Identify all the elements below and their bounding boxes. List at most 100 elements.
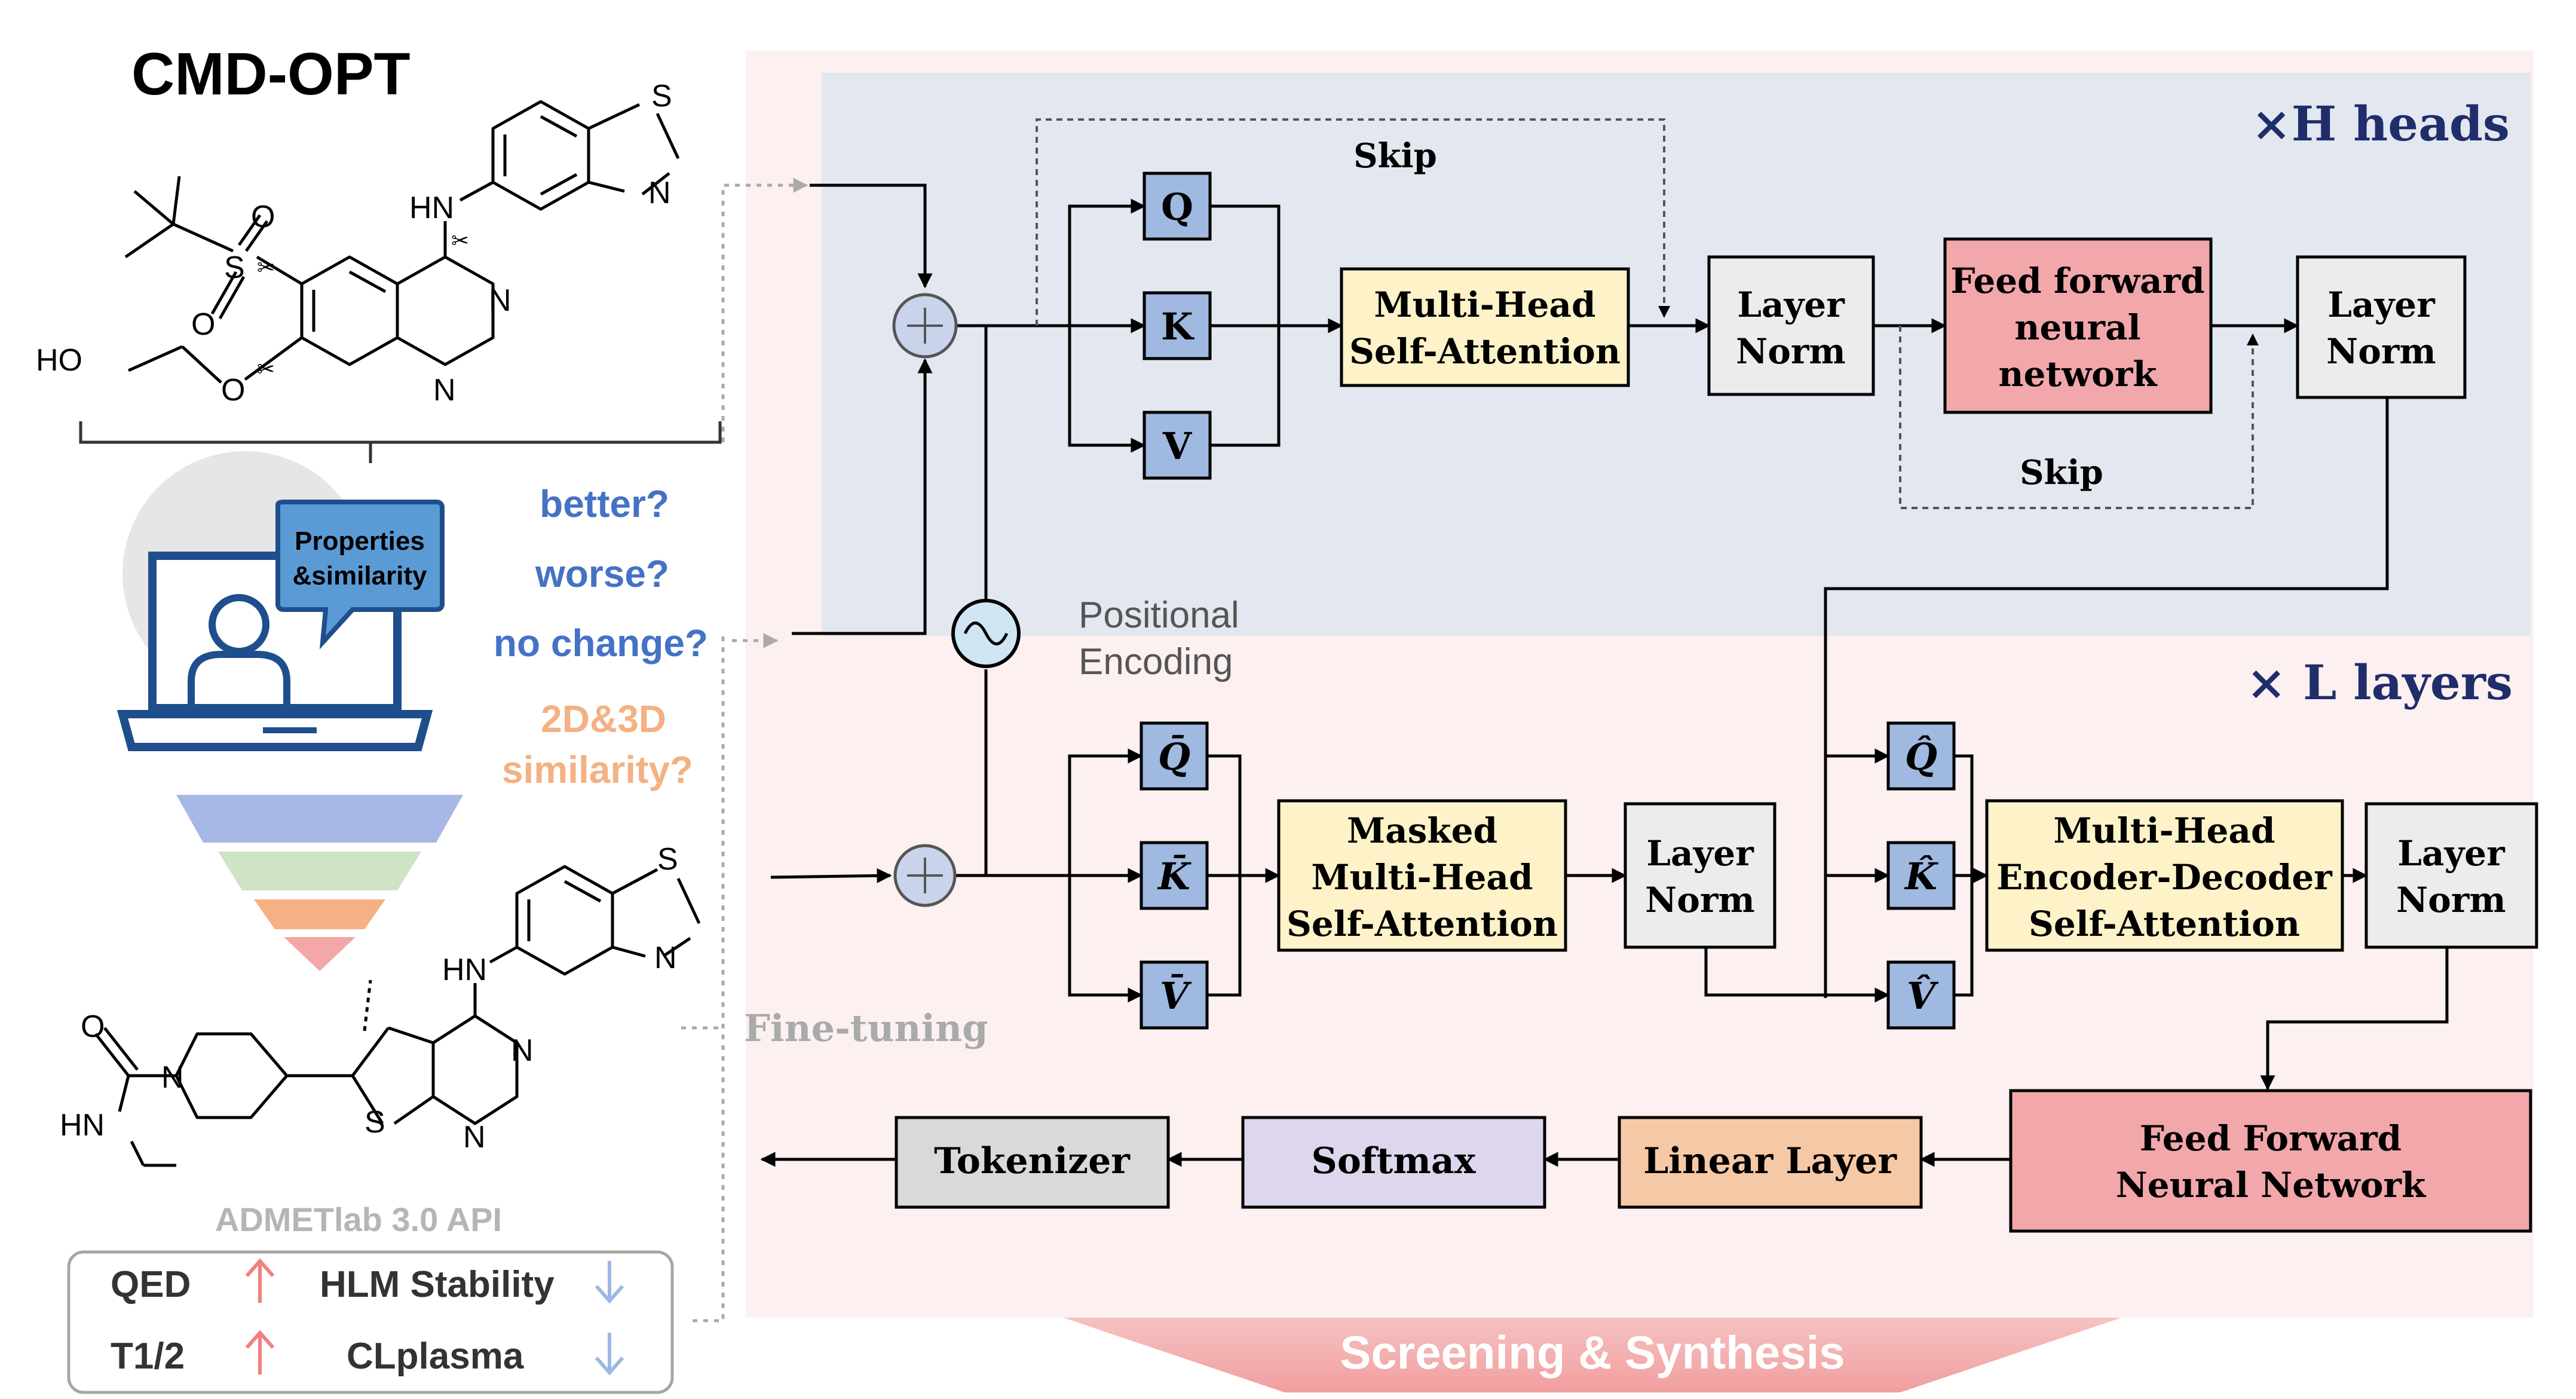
molecule-bottom: [94, 865, 701, 1167]
encoder-layernorm1-box: [1707, 255, 1875, 396]
decoder-encdec-box: [1985, 799, 2344, 952]
svg-text:O: O: [221, 373, 245, 408]
skip-top-label: Skip: [1353, 136, 1437, 176]
encoder-ffn-line3: network: [1998, 354, 2158, 394]
heads-label: ×H heads: [2252, 96, 2510, 152]
decoder-kbar-box: [1140, 841, 1209, 910]
decoder-layernorm1-line1: Layer: [1646, 833, 1754, 874]
tokenizer-box: [895, 1116, 1170, 1209]
decoder-ffn-line2: Neural Network: [2116, 1165, 2427, 1205]
encoder-layernorm2-line2: Norm: [2326, 331, 2436, 372]
positional-encoding-node: [951, 599, 1021, 668]
question-no-change: no change?: [494, 622, 708, 665]
laptop-user-icon: [117, 451, 445, 751]
decoder-encdec-line3: Self-Attention: [2029, 904, 2300, 944]
decoder-encdec-line1: Multi-Head: [2053, 810, 2275, 851]
tokenizer-label: Tokenizer: [934, 1140, 1131, 1182]
decoder-masked-line1: Masked: [1347, 810, 1497, 851]
encoder-ffn-line1: Feed forward: [1950, 261, 2204, 301]
encoder-q-label: Q: [1161, 185, 1193, 229]
encoder-k-box: [1142, 291, 1212, 360]
molecule-bottom-atoms: S N HN O N HN N N S: [60, 842, 678, 1155]
svg-text:N: N: [433, 373, 456, 408]
linear-layer-box: [1618, 1116, 1923, 1209]
skip-connectors: [1036, 118, 2259, 509]
decoder-kbar-label: K̄: [1157, 855, 1191, 898]
svg-text:N: N: [511, 1033, 534, 1068]
question-similarity-line2: similarity?: [502, 748, 693, 791]
svg-text:N: N: [161, 1060, 184, 1095]
decoder-vbar-box: [1140, 960, 1209, 1030]
prop-clplasma: CLplasma: [347, 1336, 524, 1377]
encoder-k-label: K: [1161, 305, 1194, 348]
screening-banner: [1064, 1318, 2121, 1392]
question-similarity-line1: 2D&3D: [541, 697, 666, 740]
decoder-vbar-label: V̄: [1160, 974, 1192, 1018]
encoder-layernorm1-line2: Norm: [1736, 331, 1846, 372]
svg-text:S: S: [365, 1105, 385, 1140]
decoder-masked-line3: Self-Attention: [1287, 904, 1558, 944]
decoder-connectors: [760, 748, 2449, 1167]
layers-label: × L layers: [2246, 654, 2513, 711]
decoder-vhat-label: V̂: [1907, 974, 1939, 1018]
decoder-layernorm2-box: [2364, 802, 2538, 949]
properties-box: [67, 1250, 674, 1394]
decoder-layernorm2-line2: Norm: [2396, 880, 2506, 920]
svg-text:HN: HN: [409, 191, 454, 225]
skip-bottom-label: Skip: [2020, 453, 2103, 492]
svg-text:N: N: [648, 176, 671, 210]
svg-text:S: S: [224, 250, 245, 285]
svg-text:N: N: [489, 283, 511, 318]
cut-marks-top: ✂ ✂ ✂: [257, 228, 469, 381]
cmd-opt-title: CMD-OPT: [131, 41, 411, 108]
encoder-mhsa-box: [1340, 267, 1630, 387]
svg-text:N: N: [654, 941, 677, 975]
encoder-mhsa-line1: Multi-Head: [1374, 284, 1595, 325]
prop-thalf: T1/2: [111, 1336, 185, 1377]
decoder-layernorm1-line2: Norm: [1645, 880, 1755, 920]
softmax-box: [1241, 1116, 1546, 1209]
svg-text:HN: HN: [442, 953, 487, 987]
molecule-top-atoms: S N HN O S O N N HO O: [36, 79, 672, 408]
decoder-masked-box: [1277, 799, 1567, 952]
api-label: ADMETlab 3.0 API: [215, 1201, 502, 1238]
svg-text:S: S: [651, 79, 672, 114]
encoder-layernorm1-line1: Layer: [1737, 284, 1845, 325]
encoder-layernorm2-line1: Layer: [2327, 284, 2436, 325]
bubble-text-line2: &similarity: [293, 561, 428, 590]
question-worse: worse?: [535, 552, 669, 595]
encoder-background: [822, 73, 2531, 636]
encoder-q-box: [1142, 172, 1212, 241]
dotted-connectors: [681, 177, 808, 1323]
question-better: better?: [540, 482, 669, 525]
fine-tuning-label: Fine-tuning: [744, 1006, 988, 1050]
encoder-v-label: V: [1162, 424, 1192, 468]
decoder-qhat-label: Q̂: [1905, 735, 1937, 779]
positional-line2: Encoding: [1079, 641, 1233, 682]
decoder-layernorm1-box: [1624, 802, 1776, 949]
svg-text:✂: ✂: [257, 357, 275, 381]
decoder-qhat-box: [1886, 721, 1956, 791]
svg-text:✂: ✂: [451, 228, 469, 253]
decoder-masked-line2: Multi-Head: [1311, 857, 1533, 898]
svg-text:N: N: [463, 1120, 486, 1155]
svg-text:HO: HO: [36, 343, 82, 378]
svg-text:O: O: [81, 1009, 105, 1044]
decoder-add-node: [893, 844, 957, 907]
down-arrow-icon: [595, 1261, 624, 1376]
decoder-qbar-label: Q̄: [1158, 735, 1190, 779]
prop-qed: QED: [111, 1264, 191, 1305]
screening-banner-label: Screening & Synthesis: [1340, 1326, 1845, 1379]
decoder-encdec-line2: Encoder-Decoder: [1996, 857, 2333, 898]
decoder-khat-box: [1886, 841, 1956, 910]
funnel-icon: [176, 795, 463, 971]
encoder-v-box: [1142, 411, 1212, 480]
molecule-top: [124, 100, 680, 384]
encoder-ffn-box: [1943, 237, 2213, 414]
encoder-add-node: [892, 293, 958, 359]
svg-text:S: S: [657, 842, 678, 877]
svg-text:O: O: [191, 307, 215, 342]
decoder-layernorm2-line1: Layer: [2397, 833, 2505, 874]
decoder-vhat-box: [1886, 960, 1956, 1030]
